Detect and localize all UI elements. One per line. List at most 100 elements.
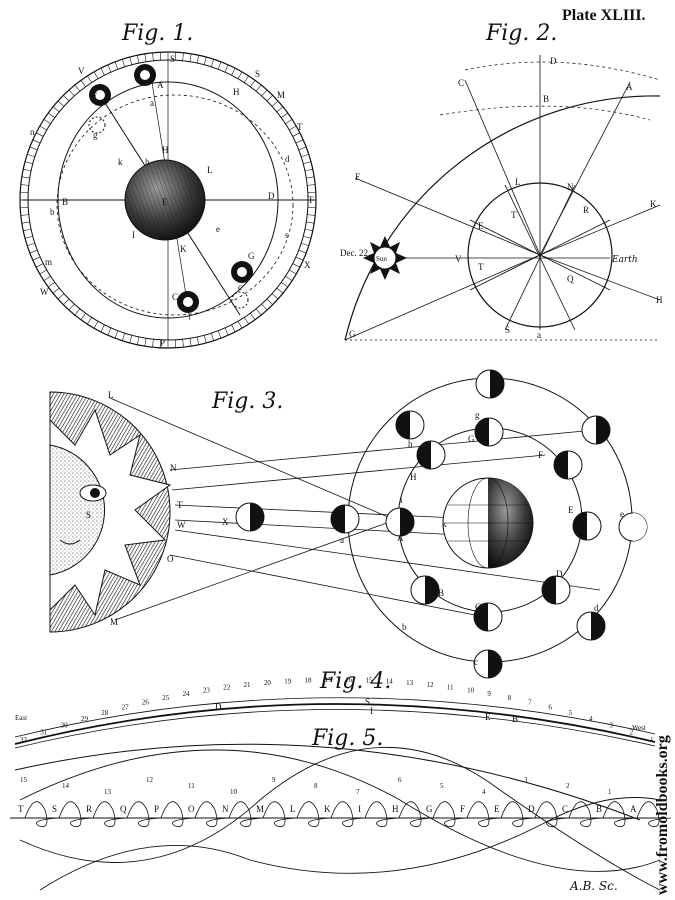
fig5-letter: P bbox=[154, 804, 159, 814]
fig3-sun-label: L bbox=[108, 390, 114, 400]
fig3-caption: Fig. 3. bbox=[211, 389, 283, 414]
fig1-degree-scale bbox=[20, 52, 316, 348]
fig1-label: I bbox=[132, 230, 135, 240]
fig3-diagram: Fig. 3. bbox=[49, 369, 648, 679]
fig5-letter: E bbox=[494, 804, 500, 814]
fig3-label: h bbox=[408, 439, 413, 449]
fig5-letter: Q bbox=[120, 804, 127, 814]
fig3-label: A bbox=[397, 533, 404, 543]
fig5-number: 2 bbox=[566, 782, 570, 790]
fig4-day-number: 18 bbox=[305, 677, 313, 685]
fig5-letter: T bbox=[18, 804, 24, 814]
fig2-label: S bbox=[505, 325, 510, 335]
fig5-number: 4 bbox=[482, 788, 486, 796]
fig1-label: H bbox=[162, 145, 169, 155]
fig5-number: 12 bbox=[146, 776, 154, 784]
fig1-label: m bbox=[45, 257, 52, 267]
fig4-day-number: 32 bbox=[20, 736, 28, 744]
fig5-number: 8 bbox=[314, 782, 318, 790]
fig5-letter: B bbox=[596, 804, 602, 814]
fig5-letter: L bbox=[290, 804, 296, 814]
fig1-planet bbox=[134, 64, 156, 86]
fig2-label: C bbox=[458, 78, 464, 88]
fig1-label: g bbox=[93, 130, 98, 140]
fig2-label: T bbox=[511, 210, 517, 220]
fig5-number: 1 bbox=[608, 788, 612, 796]
fig4-day-number: 8 bbox=[508, 694, 512, 702]
fig5-number: 13 bbox=[104, 788, 112, 796]
fig2-label: a bbox=[537, 330, 541, 340]
fig2-label: E bbox=[478, 221, 484, 231]
fig4-day-number: 3 bbox=[609, 722, 613, 730]
fig5-number: 10 bbox=[230, 788, 238, 796]
moon-phase-icon bbox=[618, 512, 648, 542]
fig3-label: d bbox=[594, 603, 599, 613]
fig5-letter: I bbox=[358, 804, 361, 814]
fig1-label: a bbox=[150, 98, 154, 108]
fig2-label: B bbox=[543, 94, 549, 104]
fig2-label: F bbox=[355, 172, 360, 182]
fig1-label: A bbox=[157, 80, 164, 90]
fig4-day-number: 9 bbox=[487, 690, 491, 698]
fig2-label: G bbox=[349, 329, 356, 339]
fig4-day-number: 12 bbox=[426, 681, 434, 689]
fig1-caption: Fig. 1. bbox=[121, 21, 193, 46]
fig4-day-number: 22 bbox=[223, 684, 231, 692]
fig4-letter: D bbox=[215, 702, 222, 712]
moon-phase-icon bbox=[330, 504, 360, 534]
fig1-label: V bbox=[78, 66, 85, 76]
fig3-label: H bbox=[410, 472, 417, 482]
fig3-label: f bbox=[596, 417, 599, 427]
moon-phase-icon bbox=[473, 602, 503, 632]
fig3-sun-label: W bbox=[177, 520, 186, 530]
fig1-label: d bbox=[285, 154, 290, 164]
fig2-caption: Fig. 2. bbox=[485, 21, 557, 46]
fig3-label: g bbox=[475, 410, 480, 420]
fig2-label: V bbox=[455, 254, 462, 264]
fig3-label: e bbox=[620, 509, 624, 519]
fig1-label: W bbox=[40, 287, 49, 297]
fig1-label: M bbox=[277, 90, 285, 100]
fig4-day-number: 30 bbox=[61, 722, 68, 730]
fig2-label: Dec. 22. bbox=[340, 248, 370, 258]
fig4-day-number: 13 bbox=[406, 679, 414, 687]
fig3-label: a bbox=[340, 535, 344, 545]
fig3-label: F bbox=[538, 450, 543, 460]
fig5-number: 3 bbox=[524, 776, 528, 784]
fig5-number: 5 bbox=[440, 782, 444, 790]
moon-phase-icon bbox=[572, 511, 602, 541]
fig3-label: B bbox=[438, 588, 444, 598]
fig3-sun-label: O bbox=[167, 554, 174, 564]
fig4-day-number: 29 bbox=[81, 715, 89, 723]
fig5-letter: M bbox=[256, 804, 264, 814]
fig2-label: Q bbox=[567, 274, 574, 284]
moon-phase-icon bbox=[576, 611, 606, 641]
plate-title: Plate XLIII. bbox=[562, 7, 646, 24]
fig3-label: i bbox=[400, 495, 403, 505]
fig1-label: e bbox=[216, 224, 220, 234]
fig1-label: n bbox=[30, 127, 35, 137]
fig5-number: 15 bbox=[20, 776, 28, 784]
fig4-day-number: 10 bbox=[467, 687, 475, 695]
engraver-signature: A.B. Sc. bbox=[569, 879, 618, 893]
sun-label: Sun bbox=[376, 255, 387, 263]
fig4-day-number: 25 bbox=[162, 694, 170, 702]
fig5-number: 7 bbox=[356, 788, 360, 796]
fig4-letter: S bbox=[365, 697, 370, 707]
fig4-west-label: West bbox=[632, 724, 646, 732]
fig4-day-number: 28 bbox=[101, 709, 109, 717]
fig5-letter: G bbox=[426, 804, 433, 814]
fig3-sun-label: T bbox=[177, 500, 183, 510]
moon-phase-icon bbox=[541, 575, 571, 605]
fig3-sun-label: N bbox=[170, 463, 177, 473]
fig1-label: H bbox=[233, 87, 240, 97]
fig4-day-number: 31 bbox=[40, 729, 48, 737]
fig3-label: E bbox=[568, 505, 574, 515]
fig4-day-number: 15 bbox=[365, 677, 373, 685]
fig4-day-number: 17 bbox=[325, 676, 333, 684]
fig5-letter: D bbox=[528, 804, 535, 814]
fig4-letter: I bbox=[370, 706, 373, 716]
fig1-label: G bbox=[248, 251, 255, 261]
